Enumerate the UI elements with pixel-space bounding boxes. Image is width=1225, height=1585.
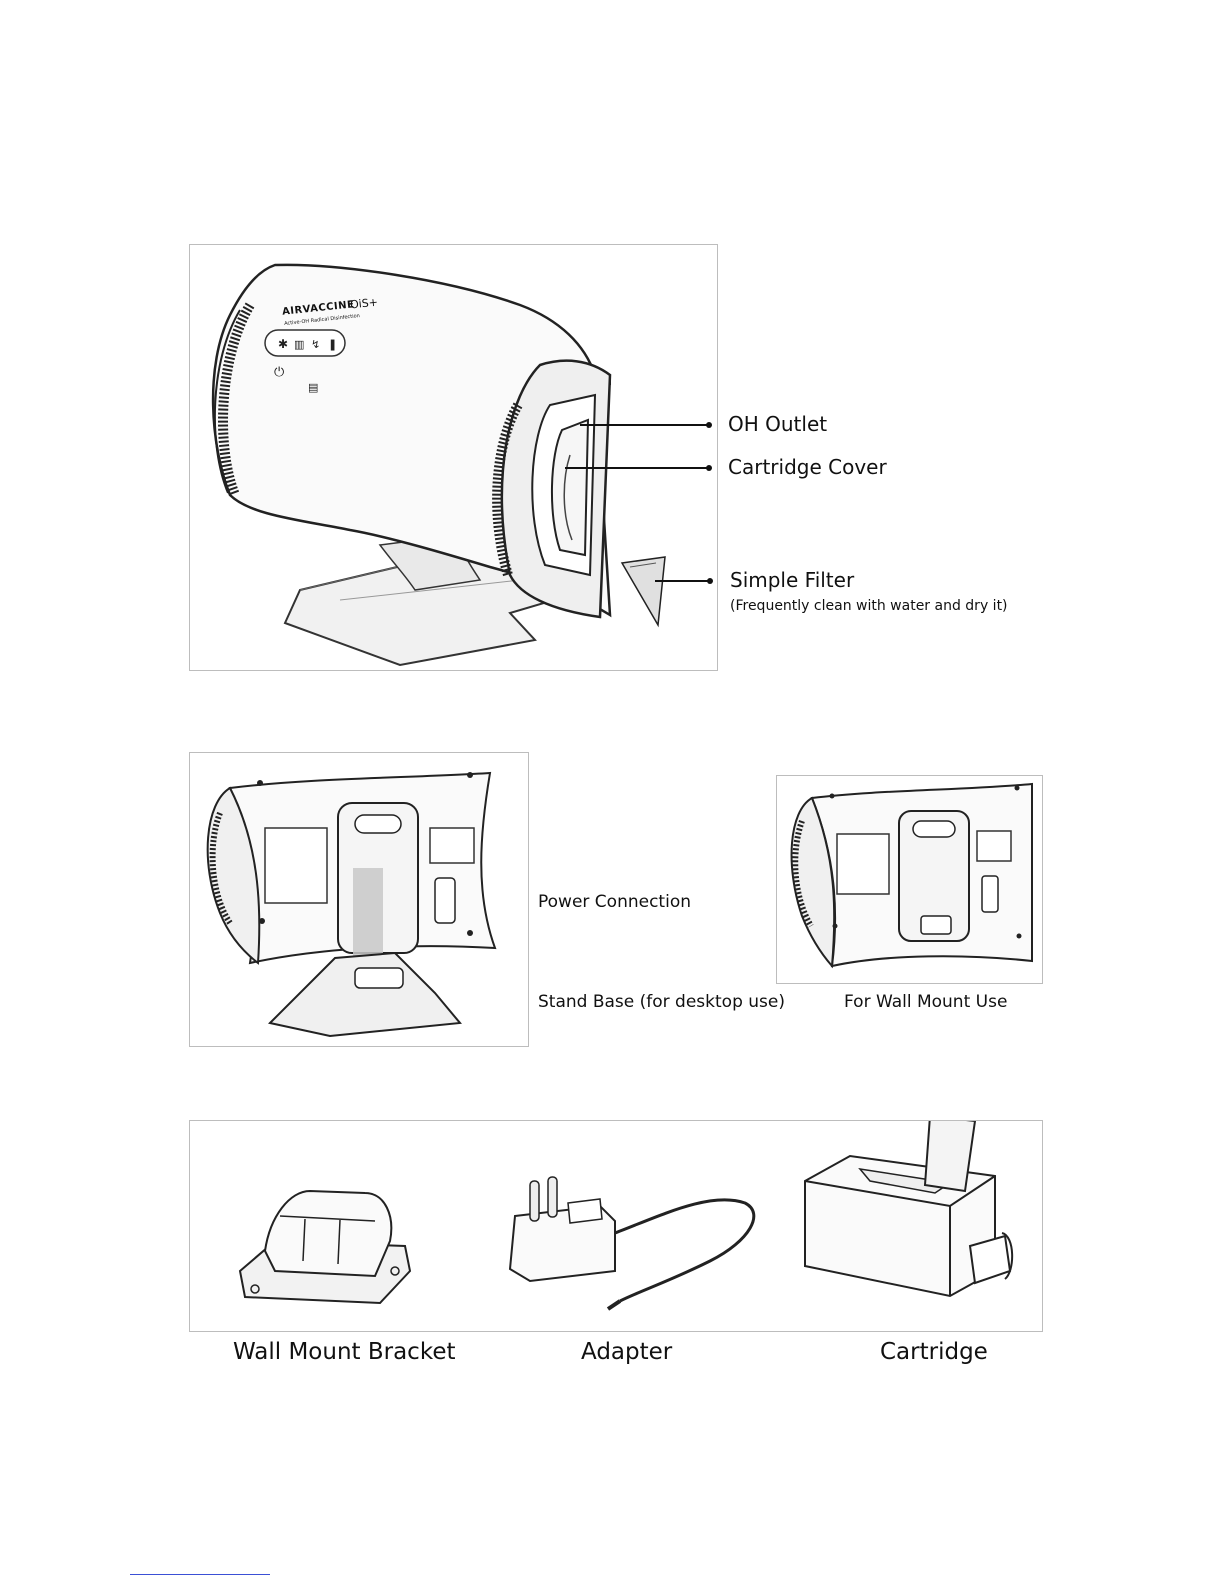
accessories-illustration bbox=[190, 1121, 1042, 1331]
wall-mount-bracket-drawing bbox=[240, 1191, 410, 1303]
caption-wall-mount-bracket: Wall Mount Bracket bbox=[233, 1339, 456, 1365]
stand-base-illustration bbox=[190, 753, 528, 1046]
adapter-drawing bbox=[510, 1177, 754, 1309]
footnote-separator bbox=[130, 1574, 270, 1575]
wall-mount-illustration bbox=[777, 776, 1042, 983]
callout-wall-mount-use: For Wall Mount Use bbox=[844, 992, 1007, 1012]
wall-mount-figure bbox=[776, 775, 1043, 984]
callout-stand-base: Stand Base (for desktop use) bbox=[538, 992, 785, 1012]
callout-simple-filter-note: (Frequently clean with water and dry it) bbox=[730, 598, 1008, 614]
accessories-figure bbox=[189, 1120, 1043, 1332]
callout-power-connection: Power Connection bbox=[538, 892, 691, 912]
caption-cartridge: Cartridge bbox=[880, 1339, 988, 1365]
callout-cartridge-cover: Cartridge Cover bbox=[728, 455, 887, 479]
caption-adapter: Adapter bbox=[581, 1339, 672, 1365]
callout-oh-outlet: OH Outlet bbox=[728, 412, 827, 436]
callout-simple-filter: Simple Filter bbox=[730, 568, 854, 592]
stand-base-figure bbox=[189, 752, 529, 1047]
cartridge-drawing bbox=[805, 1121, 1012, 1296]
